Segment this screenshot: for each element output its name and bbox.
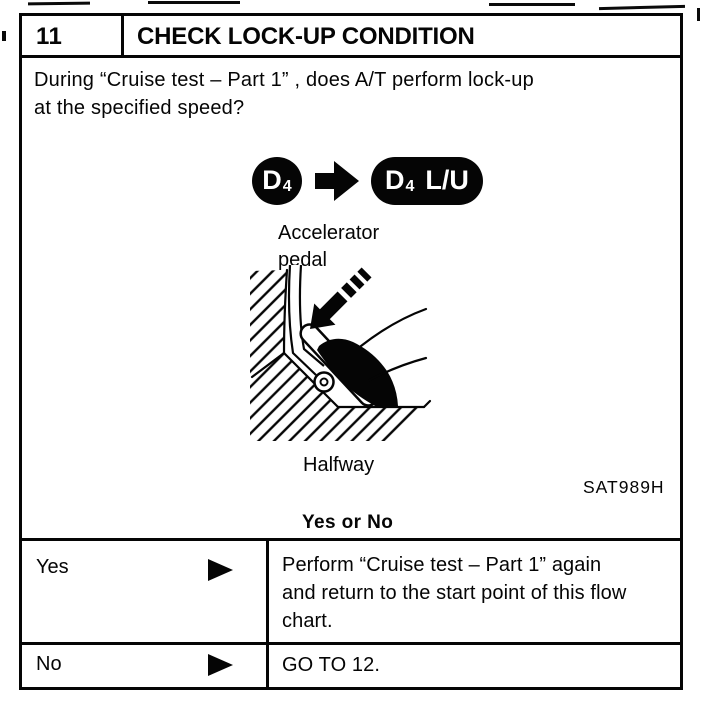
answer-label: No (36, 653, 62, 675)
press-arrow-icon (310, 267, 372, 329)
pivot-bolt-hole (319, 377, 329, 387)
transition-arrow-icon (315, 160, 359, 201)
decision-prompt: Yes or No (302, 512, 394, 533)
shoe (317, 338, 398, 407)
action-line: chart. (282, 610, 333, 632)
scan-artifact (148, 1, 240, 4)
decision-arrow-icon (208, 559, 233, 581)
pedal-arm-outline (287, 265, 325, 376)
gear-badge-sub: 4 (282, 177, 292, 195)
leg-outline (359, 307, 428, 383)
scan-artifact (697, 8, 700, 21)
answer-label: Yes (36, 556, 69, 578)
gear-badge-main: D (262, 165, 282, 195)
decision-table: Yes Perform “Cruise test – Part 1” again… (22, 538, 680, 687)
pedal-arm (289, 265, 324, 375)
scan-artifact (598, 4, 686, 11)
pivot-bolt (313, 371, 335, 393)
action-line: Perform “Cruise test – Part 1” again (282, 554, 602, 576)
action-line: and return to the start point of this fl… (282, 582, 627, 604)
decision-arrow-icon (208, 654, 233, 676)
step-number: 11 (22, 16, 124, 55)
gear-badge-sub: 4 (405, 177, 415, 195)
pedal-callout-label: Accelerator pedal (278, 220, 379, 274)
figure-code: SAT989H (583, 477, 665, 497)
gear-badge-suffix: L/U (425, 165, 469, 195)
step-header: 11 CHECK LOCK-UP CONDITION (22, 16, 680, 58)
decision-row-no: No GO TO 12. (22, 645, 680, 687)
question-text: During “Cruise test – Part 1” , does A/T… (34, 66, 534, 122)
answer-cell: Yes (22, 541, 269, 642)
pedal-figure (250, 265, 432, 441)
question-line-2: at the specified speed? (34, 97, 245, 119)
gear-badge-main: D (385, 165, 405, 195)
wall-floor-outline (250, 268, 432, 409)
action-cell: GO TO 12. (269, 645, 680, 687)
action-cell: Perform “Cruise test – Part 1” again and… (269, 541, 680, 642)
pedal-label-line-1: Accelerator (278, 222, 380, 244)
scan-artifact (27, 1, 91, 6)
flowchart-step-box: 11 CHECK LOCK-UP CONDITION During “Cruis… (19, 13, 683, 690)
question-line-1: During “Cruise test – Part 1” , does A/T… (34, 69, 534, 91)
scan-artifact (489, 3, 575, 6)
decision-row-yes: Yes Perform “Cruise test – Part 1” again… (22, 541, 680, 645)
arrow-stem (315, 172, 336, 189)
action-line: GO TO 12. (282, 654, 380, 676)
wall-floor-hatching (250, 270, 424, 441)
figure-caption: Halfway (303, 454, 375, 476)
arrow-head (334, 160, 359, 201)
step-title: CHECK LOCK-UP CONDITION (137, 23, 475, 50)
scan-artifact (2, 31, 6, 41)
answer-cell: No (22, 645, 269, 687)
